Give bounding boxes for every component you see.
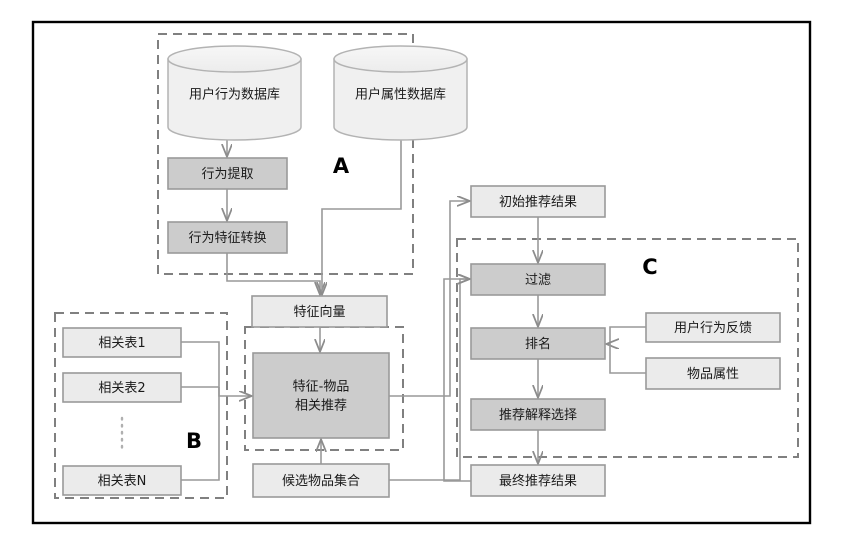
db-cylinder-top xyxy=(167,45,302,73)
group-label-a: A xyxy=(333,154,350,178)
node-box xyxy=(251,295,388,328)
node-box xyxy=(470,327,606,360)
group-label-c: C xyxy=(642,255,657,279)
connector-item-attribute-to-ranking xyxy=(609,344,646,374)
node-label: 行为提取 xyxy=(201,166,253,182)
node-box xyxy=(252,352,390,439)
node-label: 物品属性 xyxy=(687,367,739,382)
node-box xyxy=(470,185,606,218)
node-behavior-feature-transform[interactable]: 行为特征转换 xyxy=(167,221,288,254)
node-box xyxy=(470,398,606,431)
node-label: 特征向量 xyxy=(293,304,345,320)
node-label: 行为特征转换 xyxy=(188,231,266,246)
connectors xyxy=(181,140,646,482)
group-box-b xyxy=(54,312,228,499)
node-relation-table-2[interactable]: 相关表2 xyxy=(62,372,182,403)
node-label: 过滤 xyxy=(525,273,551,288)
db-node-user-behavior-db[interactable]: 用户行为数据库 xyxy=(167,45,302,141)
node-box xyxy=(645,312,781,343)
connector-relation-table-n-branch xyxy=(181,387,220,481)
node-box xyxy=(167,157,288,190)
node-box xyxy=(62,465,182,496)
node-label: 排名 xyxy=(525,336,551,352)
node-filter[interactable]: 过滤 xyxy=(470,263,606,296)
node-ranking[interactable]: 排名 xyxy=(470,327,606,360)
node-box xyxy=(167,221,288,254)
node-behavior-extraction[interactable]: 行为提取 xyxy=(167,157,288,190)
node-candidate-item-set[interactable]: 候选物品集合 xyxy=(252,463,390,498)
group-box-c xyxy=(456,238,799,458)
node-label: 最终推荐结果 xyxy=(499,473,577,489)
node-label: 推荐解释选择 xyxy=(499,408,577,423)
node-box xyxy=(470,263,606,296)
node-label: 用户行为反馈 xyxy=(674,320,752,336)
node-feature-vector[interactable]: 特征向量 xyxy=(251,295,388,328)
node-box xyxy=(470,464,606,497)
node-box xyxy=(645,357,781,390)
node-explanation-selection[interactable]: 推荐解释选择 xyxy=(470,398,606,431)
group-labels: A B C xyxy=(186,154,658,453)
node-label: 相关推荐 xyxy=(295,399,347,414)
db-cylinder-body xyxy=(333,58,468,141)
node-label: 特征-物品 xyxy=(293,380,350,395)
connector-recommend-to-initial xyxy=(389,201,469,397)
node-label: 相关表N xyxy=(98,474,147,489)
node-initial-recommend-result[interactable]: 初始推荐结果 xyxy=(470,185,606,218)
db-node-label: 用户行为数据库 xyxy=(189,87,280,103)
database-nodes: 用户行为数据库 用户属性数据库 xyxy=(167,45,468,141)
node-box xyxy=(62,327,182,358)
node-box xyxy=(62,372,182,403)
node-label: 初始推荐结果 xyxy=(499,195,577,210)
connector-feedback-to-ranking xyxy=(607,326,646,344)
node-relation-table-1[interactable]: 相关表1 xyxy=(62,327,182,358)
node-label: 候选物品集合 xyxy=(282,473,360,489)
group-label-b: B xyxy=(186,429,202,453)
connector-relation-tables-to-recommend xyxy=(181,341,251,396)
connector-attribute-db-to-feature-vector xyxy=(322,140,402,294)
db-node-label: 用户属性数据库 xyxy=(355,87,446,103)
node-label: 相关表1 xyxy=(98,336,145,351)
group-box-a xyxy=(157,33,414,275)
db-cylinder-top xyxy=(333,45,468,73)
db-node-user-attribute-db[interactable]: 用户属性数据库 xyxy=(333,45,468,141)
node-label: 相关表2 xyxy=(98,381,145,396)
db-cylinder-body xyxy=(167,58,302,141)
node-user-behavior-feedback[interactable]: 用户行为反馈 xyxy=(645,312,781,343)
node-item-attribute[interactable]: 物品属性 xyxy=(645,357,781,390)
node-relation-table-n[interactable]: 相关表N xyxy=(62,465,182,496)
connector-final-to-filter-loop xyxy=(443,279,471,482)
node-box xyxy=(252,463,390,498)
node-final-recommend-result[interactable]: 最终推荐结果 xyxy=(470,464,606,497)
